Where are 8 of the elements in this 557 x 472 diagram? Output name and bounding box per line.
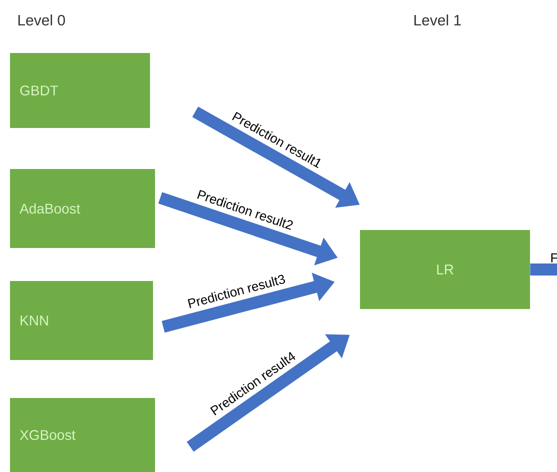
- model-box: XGBoost: [10, 398, 155, 472]
- model-box: KNN: [10, 281, 153, 360]
- edge-label: Prediction result3: [188, 274, 286, 308]
- model-box: AdaBoost: [10, 169, 155, 248]
- level-heading: Level 0: [18, 14, 65, 26]
- level-heading: Level 1: [414, 14, 461, 26]
- model-box: GBDT: [10, 53, 150, 128]
- model-box: LR: [360, 230, 530, 309]
